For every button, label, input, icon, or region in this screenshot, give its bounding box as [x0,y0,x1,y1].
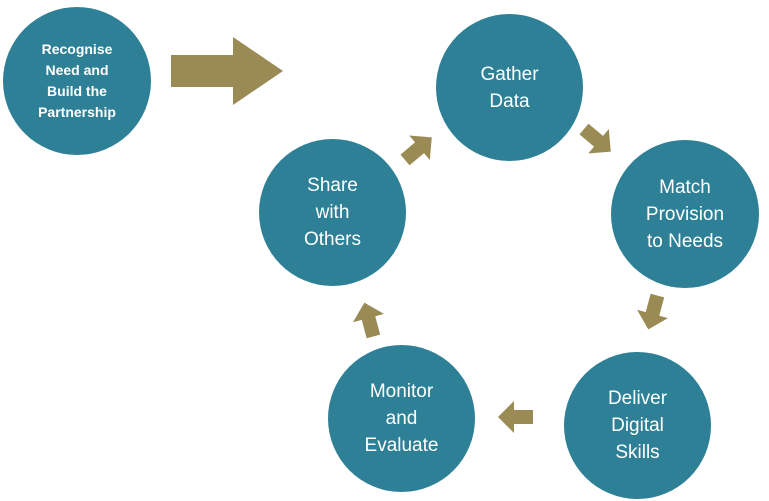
node-match-provision-label: Match Provision to Needs [645,176,725,252]
node-gather-data-label: Gather Data [480,63,539,112]
node-recognise-need-label: Recognise Need and Build the Partnership [38,41,116,120]
entry-arrow-icon [171,37,283,105]
node-deliver-skills-label: Deliver Digital Skills [607,388,668,463]
node-monitor-evaluate-label: Monitor and Evaluate [364,381,439,456]
arrow-deliver-to-monitor-icon [498,401,533,433]
arrow-gather-to-match-icon [579,123,611,154]
node-match-provision: Match Provision to Needs [611,140,759,288]
node-deliver-skills: Deliver Digital Skills [564,352,711,499]
node-gather-data: Gather Data [436,14,583,161]
node-share-others-label: Share with Others [303,175,362,250]
node-share-others: Share with Others [259,139,406,286]
node-recognise-need: Recognise Need and Build the Partnership [3,7,151,155]
node-monitor-evaluate: Monitor and Evaluate [328,345,475,492]
arrow-share-to-gather-icon [400,135,432,166]
arrow-match-to-deliver-icon [637,293,668,330]
arrow-monitor-to-share-icon [353,302,384,339]
